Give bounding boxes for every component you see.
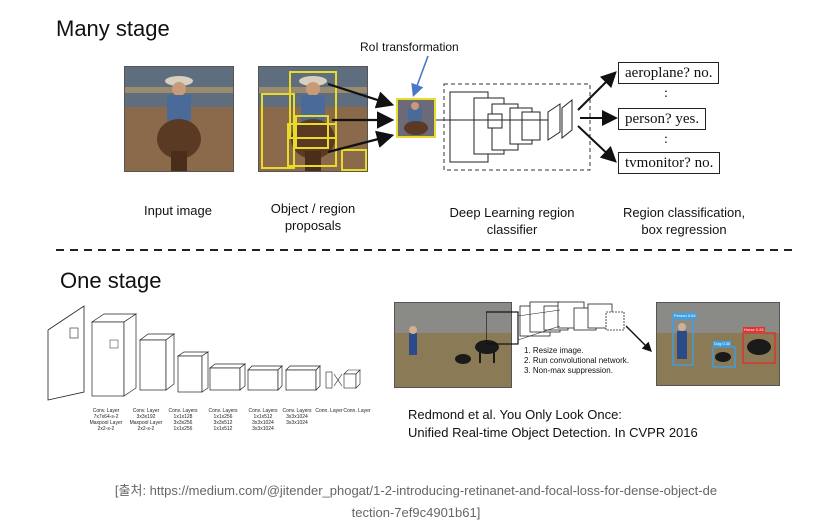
layer-line: 3x3x1024 (286, 414, 308, 420)
roi-crop (396, 98, 436, 138)
yolo-layer-caption: Conv. Layers 1x1x128 3x3x256 1x1x256 (164, 408, 202, 432)
caption-classifier: Deep Learning region classifier (432, 204, 592, 238)
proposal-box (341, 149, 367, 171)
yolo-layer-caption: Conv. Layers 1x1x512 3x3x1024 3x3x1024 (244, 408, 282, 432)
det-label-horse: Horse 0.28 (743, 327, 765, 332)
layer-line: 3x3x512 (213, 420, 233, 426)
citation-line1: Redmond et al. You Only Look Once: (408, 407, 622, 422)
input-image (124, 66, 234, 172)
rider-photo (125, 67, 233, 171)
yolo-citation: Redmond et al. You Only Look Once: Unifi… (408, 406, 698, 442)
caption-regression: Region classification, box regression (600, 204, 768, 238)
roi-crop-photo (398, 100, 434, 136)
proposal-box (261, 93, 295, 169)
layer-line: 3x3x1024 (252, 420, 274, 426)
proposal-box (287, 123, 337, 167)
many-stage-connectors (56, 55, 794, 251)
yolo-layer-caption: Conv. Layer 3x3x192 Maxpool Layer 2x2-s-… (126, 408, 166, 432)
proposal-box (289, 71, 337, 139)
layer-line: 3x3x192 (136, 414, 156, 420)
caption-proposals: Object / region proposals (254, 200, 372, 234)
caption-classifier-line2: classifier (486, 222, 538, 237)
layer-line: 7x7x64-s-2 (93, 414, 119, 420)
source-link[interactable]: [출처: https://medium.com/@jitender_phogat… (0, 480, 832, 524)
proposal-box (295, 115, 329, 149)
yolo-steps: 1. Resize image. 2. Run convolutional ne… (524, 346, 629, 376)
source-line1: [출처: https://medium.com/@jitender_phogat… (114, 483, 718, 498)
layer-line: 1x1x256 (173, 426, 193, 432)
caption-input-image: Input image (144, 203, 212, 218)
layer-line: 3x3x1024 (252, 426, 274, 432)
det-label-dog: Dog 0.30 (713, 341, 732, 346)
yolo-layer-caption: Conv. Layers 3x3x1024 3x3x1024 (280, 408, 314, 426)
yolo-network-pipeline (486, 301, 652, 352)
yolo-layer-caption: Conn. Layer (314, 408, 344, 414)
caption-regression-line2: box regression (641, 222, 727, 237)
layer-line: Conn. Layer (315, 408, 343, 414)
caption-proposals-line1: Object / region (270, 201, 356, 216)
output-tvmonitor: tvmonitor? no. (618, 152, 721, 174)
yolo-architecture (47, 305, 361, 401)
layer-line: 2x2-s-2 (137, 426, 155, 432)
layer-line: 3x3x1024 (286, 420, 308, 426)
yolo-output-photo: Person 0.64 Horse 0.28 Dog 0.30 (656, 302, 780, 386)
yolo-layer-caption: Conn. Layer (342, 408, 372, 414)
det-label-person: Person 0.64 (673, 313, 697, 318)
caption-regression-line1: Region classification, (622, 205, 746, 220)
layer-line: Conv. Layers (208, 408, 238, 414)
layer-line: Maxpool Layer (129, 420, 163, 426)
roi-label: RoI transformation (360, 40, 459, 54)
caption-classifier-line1: Deep Learning region (449, 205, 575, 220)
citation-line2: Unified Real-time Object Detection. In C… (408, 425, 698, 440)
step-item: 1. Resize image. (524, 346, 584, 355)
layer-line: Conn. Layer (343, 408, 371, 414)
yolo-layer-caption: Conv. Layers 1x1x256 3x3x512 1x1x512 (204, 408, 242, 432)
output-aeroplane: aeroplane? no. (618, 62, 720, 84)
layer-line: Conv. Layer (132, 408, 160, 414)
source-line2: tection-7ef9c4901b61] (351, 505, 481, 520)
layer-line: 1x1x512 (253, 414, 273, 420)
layer-line: Conv. Layers (282, 408, 312, 414)
layer-line: 1x1x512 (213, 426, 233, 432)
output-person: person? yes. (618, 108, 707, 130)
step-item: 2. Run convolutional network. (524, 356, 629, 365)
step-item: 3. Non-max suppression. (524, 366, 613, 375)
layer-line: Maxpool Layer (89, 420, 123, 426)
layer-line: 2x2-s-2 (97, 426, 115, 432)
colon-separator: : (664, 132, 668, 147)
layer-line: 1x1x128 (173, 414, 193, 420)
layer-line: 3x3x256 (173, 420, 193, 426)
yolo-layer-caption: Conv. Layer 7x7x64-s-2 Maxpool Layer 2x2… (86, 408, 126, 432)
caption-proposals-line2: proposals (284, 218, 342, 233)
one-stage-title: One stage (60, 268, 162, 293)
layer-line: 1x1x256 (213, 414, 233, 420)
many-stage-title: Many stage (56, 16, 170, 41)
layer-line: Conv. Layers (168, 408, 198, 414)
colon-separator: : (664, 86, 668, 101)
layer-line: Conv. Layers (248, 408, 278, 414)
layer-line: Conv. Layer (92, 408, 120, 414)
proposals-photo (259, 67, 367, 171)
proposals-image (258, 66, 368, 172)
